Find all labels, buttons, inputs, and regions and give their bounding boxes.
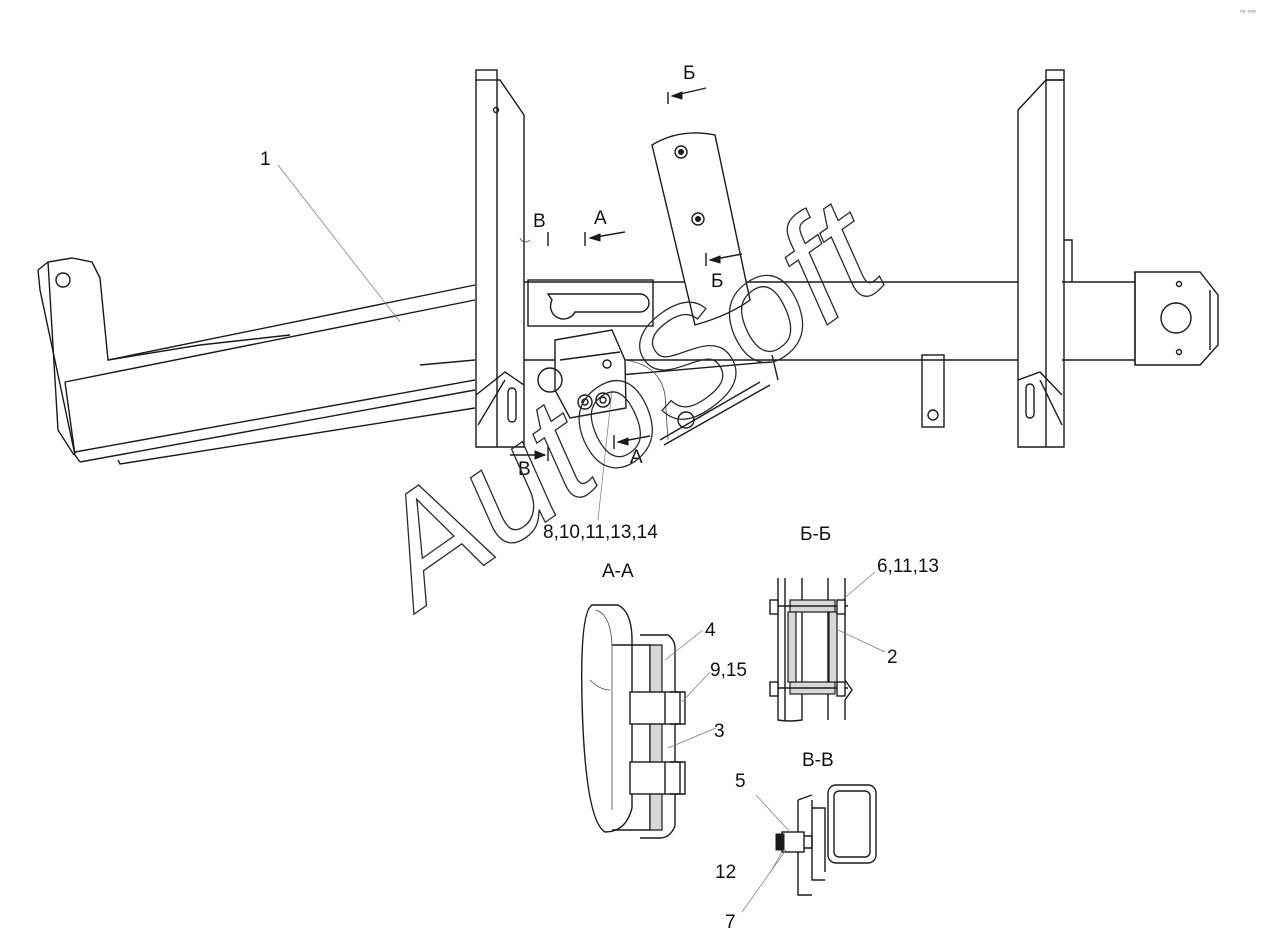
inclined-bracket [651,132,751,326]
label-part-2: 2 [887,647,898,668]
label-part-5: 5 [735,771,746,792]
mark-a-top: А [594,208,607,229]
mark-v-top: В [533,211,546,232]
label-part-group-8: 8,10,11,13,14 [543,522,658,543]
main-assembly [37,69,1219,521]
left-drawbar [37,257,476,465]
left-post [475,69,525,448]
hanger-plate [921,354,945,428]
mark-b-bottom: Б [711,271,723,292]
corner-mark: ⁰⁰ ⁰⁰⁰ [1240,9,1256,17]
label-part-1: 1 [260,149,271,170]
label-part-12: 12 [715,862,736,883]
section-aa [581,604,717,839]
label-part-3: 3 [714,721,725,742]
end-flange [1134,271,1219,366]
label-part-7: 7 [725,912,736,933]
title-section-bb: Б-Б [800,524,831,545]
label-part-9-15: 9,15 [710,660,747,681]
labels: 1 8,10,11,13,14 4 9,15 3 6,11,13 2 5 12 … [260,9,1256,933]
leader-lines [277,164,613,521]
title-section-aa: А-А [602,561,634,582]
mark-a-bottom: А [630,447,643,468]
slot-plate [527,279,654,327]
label-part-4: 4 [705,620,716,641]
mark-v-bottom: В [518,459,531,480]
section-vv [741,784,877,913]
section-cut-marks [510,87,743,461]
clamp-assembly [537,329,771,446]
label-part-6-11-13: 6,11,13 [877,556,939,577]
mark-b-top: Б [683,63,695,84]
title-section-vv: В-В [802,750,834,771]
right-post [1017,69,1073,448]
section-bb [769,571,886,722]
